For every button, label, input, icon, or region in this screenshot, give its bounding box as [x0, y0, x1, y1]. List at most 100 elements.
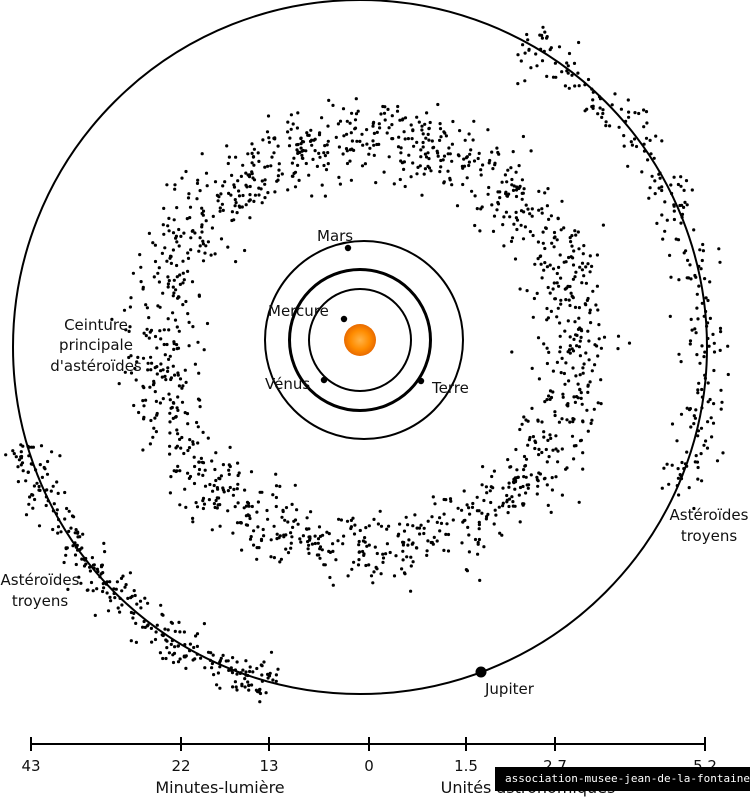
- asteroid-dot: [712, 341, 716, 345]
- asteroid-dot: [565, 286, 569, 290]
- asteroid-dot: [695, 353, 699, 357]
- asteroid-dot: [232, 218, 236, 222]
- asteroid-dot: [230, 210, 234, 214]
- asteroid-dot: [510, 350, 514, 354]
- asteroid-dot: [649, 152, 653, 156]
- asteroid-dot: [545, 460, 549, 464]
- asteroid-dot: [507, 504, 511, 509]
- asteroid-dot: [161, 223, 165, 227]
- asteroid-dot: [577, 345, 582, 349]
- asteroid-dot: [331, 542, 335, 546]
- asteroid-dot: [573, 275, 577, 279]
- asteroid-dot: [188, 438, 192, 442]
- asteroid-dot: [536, 336, 541, 340]
- asteroid-dot: [704, 309, 708, 314]
- asteroid-dot: [644, 136, 649, 140]
- asteroid-dot: [642, 125, 646, 129]
- asteroid-dot: [583, 109, 587, 113]
- asteroid-dot: [432, 535, 436, 540]
- asteroid-dot: [545, 204, 550, 208]
- asteroid-dot: [243, 685, 247, 689]
- asteroid-dot: [178, 657, 182, 661]
- jupiter-planet: [475, 666, 487, 678]
- asteroid-dot: [169, 642, 173, 647]
- asteroid-dot: [234, 201, 238, 205]
- asteroid-dot: [482, 498, 486, 503]
- asteroid-dot: [296, 522, 300, 526]
- asteroid-dot: [381, 560, 385, 565]
- asteroid-dot: [55, 480, 59, 484]
- asteroid-dot: [200, 223, 204, 227]
- mars-planet: [344, 244, 352, 252]
- asteroid-dot: [596, 112, 600, 116]
- asteroid-dot: [507, 192, 511, 196]
- asteroid-dot: [17, 458, 21, 462]
- asteroid-dot: [560, 70, 564, 74]
- asteroid-dot: [616, 347, 620, 351]
- asteroid-dot: [162, 328, 166, 332]
- asteroid-dot: [471, 501, 475, 506]
- asteroid-dot: [337, 175, 341, 179]
- asteroid-dot: [152, 275, 156, 279]
- asteroid-dot: [692, 422, 696, 426]
- asteroid-dot: [336, 539, 340, 543]
- asteroid-dot: [537, 447, 541, 451]
- asteroid-dot: [679, 412, 684, 416]
- asteroid-dot: [73, 553, 78, 557]
- asteroid-dot: [554, 475, 558, 479]
- asteroid-dot: [139, 280, 143, 284]
- asteroid-dot: [247, 683, 251, 688]
- asteroid-dot: [231, 656, 235, 660]
- asteroid-dot: [272, 136, 276, 140]
- asteroid-dot: [27, 502, 31, 506]
- asteroid-dot: [477, 523, 481, 527]
- asteroid-dot: [241, 668, 245, 672]
- asteroid-dot: [686, 258, 690, 262]
- asteroid-dot: [669, 183, 673, 187]
- asteroid-dot: [390, 114, 394, 118]
- asteroid-dot: [379, 112, 383, 116]
- asteroid-dot: [235, 487, 239, 491]
- asteroid-dot: [540, 211, 544, 215]
- asteroid-dot: [167, 328, 171, 332]
- asteroid-dot: [331, 103, 335, 107]
- asteroid-dot: [65, 506, 69, 511]
- asteroid-dot: [226, 489, 230, 493]
- asteroid-dot: [480, 483, 484, 487]
- asteroid-dot: [102, 541, 106, 546]
- asteroid-dot: [685, 464, 689, 468]
- asteroid-dot: [246, 152, 250, 156]
- asteroid-dot: [197, 249, 201, 253]
- asteroid-dot: [546, 285, 550, 290]
- asteroid-dot: [155, 413, 159, 417]
- asteroid-dot: [172, 469, 176, 473]
- asteroid-dot: [161, 368, 165, 372]
- asteroid-dot: [284, 506, 289, 510]
- asteroid-dot: [78, 535, 82, 539]
- asteroid-dot: [699, 267, 703, 271]
- asteroid-dot: [248, 537, 253, 541]
- asteroid-dot: [295, 508, 299, 512]
- asteroid-dot: [350, 139, 354, 143]
- asteroid-dot: [267, 136, 271, 140]
- asteroid-dot: [305, 131, 309, 135]
- asteroid-dot: [712, 402, 716, 406]
- asteroid-dot: [171, 660, 176, 665]
- asteroid-dot: [177, 620, 181, 625]
- asteroid-dot: [256, 525, 260, 529]
- asteroid-dot: [580, 281, 584, 285]
- asteroid-dot: [124, 583, 128, 587]
- asteroid-dot: [490, 474, 494, 479]
- asteroid-dot: [263, 165, 267, 169]
- asteroid-dot: [672, 175, 676, 179]
- asteroid-dot: [536, 484, 540, 488]
- asteroid-dot: [16, 465, 20, 469]
- asteroid-dot: [511, 504, 515, 508]
- asteroid-dot: [172, 347, 176, 351]
- asteroid-dot: [290, 535, 294, 539]
- asteroid-dot: [560, 199, 564, 203]
- asteroid-dot: [345, 132, 349, 136]
- asteroid-dot: [565, 418, 569, 422]
- asteroid-dot: [427, 138, 431, 142]
- asteroid-dot: [233, 680, 237, 684]
